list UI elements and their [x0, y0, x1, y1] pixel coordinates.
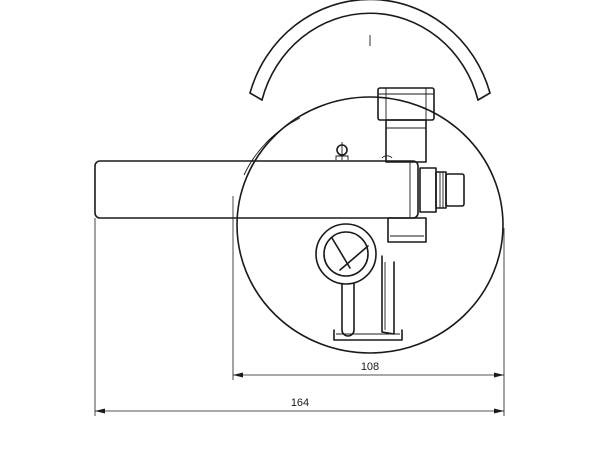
round-body	[236, 96, 504, 354]
dimension-108-label: 108	[361, 361, 379, 373]
handle-wheel	[315, 223, 377, 285]
dimension-164: 164	[94, 218, 505, 416]
dimension-108: 108	[232, 196, 505, 380]
valve-column	[377, 87, 435, 243]
right-outlet	[419, 167, 465, 213]
spout	[94, 160, 419, 219]
bottom-legs	[333, 255, 403, 341]
small-knob	[335, 142, 393, 160]
top-arc-handle	[249, 0, 491, 101]
dimension-164-label: 164	[291, 397, 309, 409]
